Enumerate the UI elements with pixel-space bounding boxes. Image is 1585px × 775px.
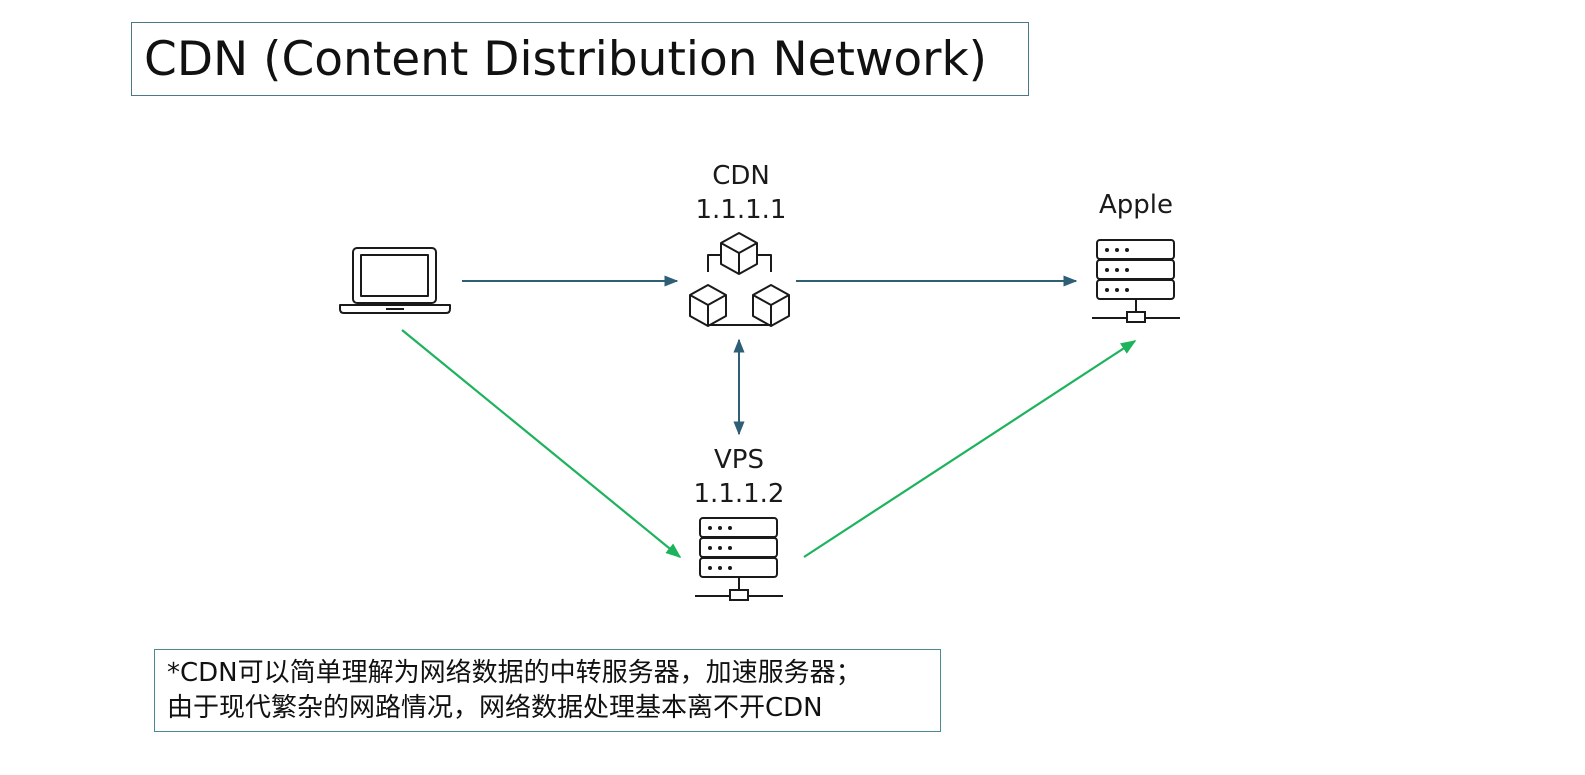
page-title: CDN (Content Distribution Network) bbox=[144, 32, 988, 87]
vps-ip: 1.1.1.2 bbox=[693, 479, 785, 509]
apple-server-icon bbox=[1092, 239, 1180, 323]
edge-laptop-to-vps bbox=[401, 329, 682, 558]
apple-name: Apple bbox=[1098, 190, 1174, 220]
cdn-network-icon bbox=[689, 232, 790, 327]
cdn-name: CDN bbox=[712, 161, 770, 191]
vps-name: VPS bbox=[714, 445, 764, 475]
cdn-ip: 1.1.1.1 bbox=[695, 195, 787, 225]
note-line-2: 由于现代繁杂的网路情况，网络数据处理基本离不开CDN bbox=[167, 693, 823, 723]
note-box: *CDN可以简单理解为网络数据的中转服务器，加速服务器； 由于现代繁杂的网路情况… bbox=[154, 649, 941, 732]
vps-label: VPS 1.1.1.2 bbox=[694, 443, 785, 511]
cdn-label: CDN 1.1.1.1 bbox=[696, 159, 787, 227]
apple-label: Apple bbox=[1099, 188, 1173, 222]
vps-server-icon bbox=[695, 517, 783, 601]
laptop-icon bbox=[339, 247, 451, 314]
note-line-1: *CDN可以简单理解为网络数据的中转服务器，加速服务器； bbox=[167, 658, 862, 688]
title-box: CDN (Content Distribution Network) bbox=[131, 22, 1029, 96]
edge-vps-to-apple bbox=[803, 340, 1137, 558]
